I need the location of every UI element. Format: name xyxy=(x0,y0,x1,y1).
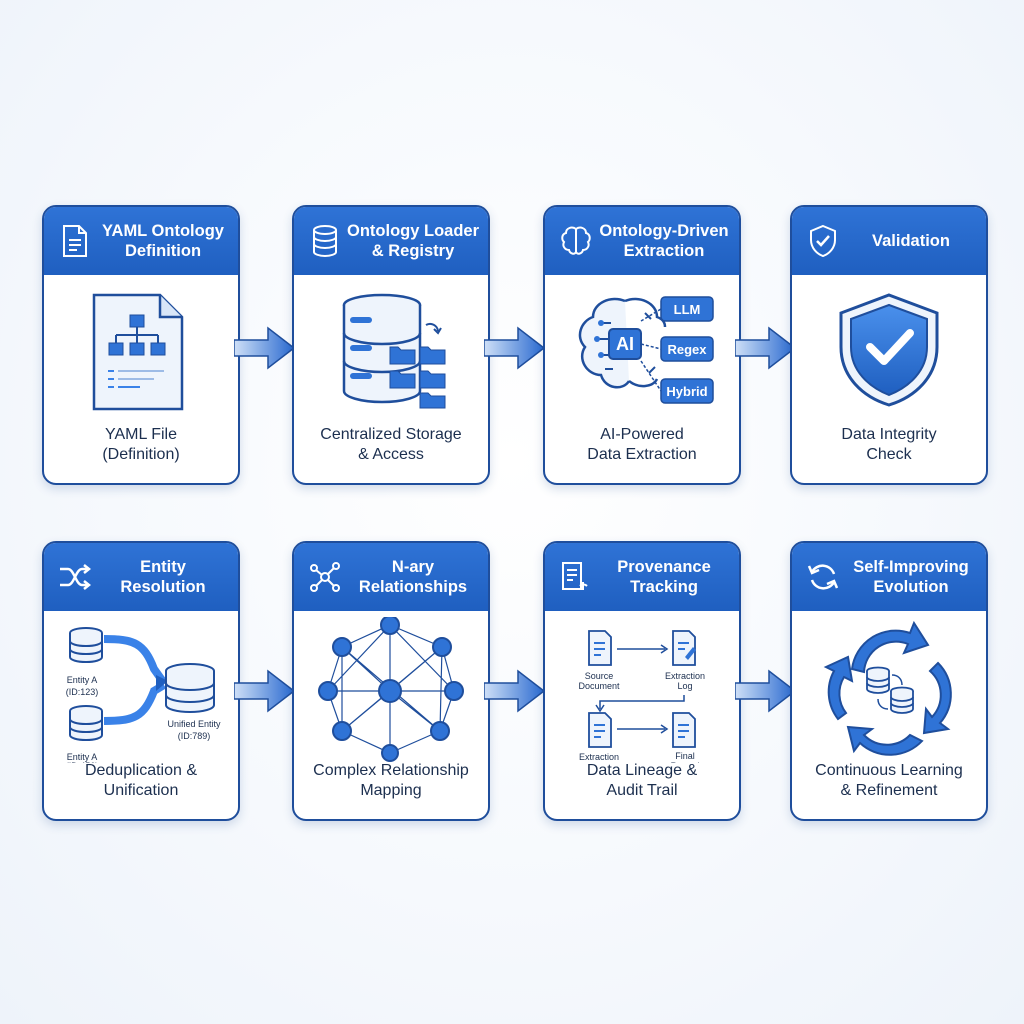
network-graph-illustration xyxy=(294,615,488,763)
shield-check-icon xyxy=(802,220,844,262)
extraction-log-label: Extraction xyxy=(665,671,705,681)
step-caption: YAML File (Definition) xyxy=(102,426,180,463)
flow-arrow xyxy=(234,326,296,370)
method-hybrid: Hybrid xyxy=(666,384,707,399)
ai-extraction-illustration: AI LLM Regex Hybrid xyxy=(545,281,739,427)
ai-label: AI xyxy=(616,334,634,354)
audit-document-icon xyxy=(555,556,597,598)
source-label-2: Document xyxy=(578,681,620,691)
step-card-provenance: Provenance Tracking Source Document Extr… xyxy=(543,541,741,821)
step-card-n-ary-relationships: N-ary Relationships Complex Relationship… xyxy=(292,541,490,821)
cycle-illustration xyxy=(792,617,986,763)
step-header: N-ary Relationships xyxy=(294,543,488,611)
entity-id: (ID:123) xyxy=(66,687,99,697)
step-card-entity-resolution: Entity Resolution Entity A (ID:123) Enti… xyxy=(42,541,240,821)
step-title: Self-Improving Evolution xyxy=(853,558,969,596)
step-card-ontology-loader: Ontology Loader & Registry Centralized S… xyxy=(292,205,490,485)
step-caption: Deduplication & Unification xyxy=(84,762,198,799)
shuffle-icon xyxy=(54,556,96,598)
source-label: Source xyxy=(585,671,614,681)
shield-illustration xyxy=(792,281,986,427)
step-card-validation: Validation Data Integrity Check xyxy=(790,205,988,485)
refresh-icon xyxy=(802,556,844,598)
step-header: Ontology-Driven Extraction xyxy=(545,207,739,275)
step-header: Provenance Tracking xyxy=(545,543,739,611)
step-card-self-improving: Self-Improving Evolution Continuous Lear… xyxy=(790,541,988,821)
brain-icon xyxy=(555,220,597,262)
storage-illustration xyxy=(294,281,488,427)
step-caption: Continuous Learning & Refinement xyxy=(815,762,963,799)
flow-arrow xyxy=(484,326,546,370)
network-icon xyxy=(304,556,346,598)
step-card-extraction: Ontology-Driven Extraction AI LLM Regex … xyxy=(543,205,741,485)
step-header: YAML Ontology Definition xyxy=(44,207,238,275)
step-caption: Centralized Storage & Access xyxy=(320,426,462,463)
step-caption: Data Integrity Check xyxy=(841,426,937,463)
step-caption: Complex Relationship Mapping xyxy=(313,762,469,799)
provenance-flow-illustration: Source Document Extraction Log Extractio… xyxy=(545,617,739,771)
extraction-label: Extraction xyxy=(579,752,619,762)
step-title: Validation xyxy=(872,232,950,250)
step-title: Provenance Tracking xyxy=(617,558,711,596)
extraction-log-label-2: Log xyxy=(677,681,692,691)
step-caption: Data Lineage & Audit Trail xyxy=(586,762,698,799)
step-title: N-ary Relationships xyxy=(358,558,468,596)
flow-arrow xyxy=(234,669,296,713)
document-icon xyxy=(54,220,96,262)
step-title: Entity Resolution xyxy=(120,558,206,596)
flow-arrow xyxy=(735,669,797,713)
step-title: Ontology Loader & Registry xyxy=(347,222,479,260)
final-label: Final xyxy=(675,751,695,761)
step-caption: AI-Powered Data Extraction xyxy=(587,426,697,463)
step-card-yaml-ontology: YAML Ontology Definition YAML File (Defi… xyxy=(42,205,240,485)
entity-merge-illustration: Entity A (ID:123) Entity A Unified Entit… xyxy=(44,617,238,771)
step-header: Entity Resolution xyxy=(44,543,238,611)
flow-arrow xyxy=(735,326,797,370)
step-header: Self-Improving Evolution xyxy=(792,543,986,611)
step-header: Validation xyxy=(792,207,986,275)
unified-entity-label: Unified Entity xyxy=(167,719,221,729)
unified-entity-id: (ID:789) xyxy=(178,731,211,741)
yaml-file-illustration xyxy=(44,281,238,427)
method-llm: LLM xyxy=(674,302,701,317)
step-header: Ontology Loader & Registry xyxy=(294,207,488,275)
database-icon xyxy=(304,220,346,262)
step-title: YAML Ontology Definition xyxy=(102,222,224,260)
step-title: Ontology-Driven Extraction xyxy=(599,222,729,260)
entity-label: Entity A xyxy=(67,675,98,685)
entity-label: Entity A xyxy=(67,752,98,762)
flow-arrow xyxy=(484,669,546,713)
method-regex: Regex xyxy=(667,342,707,357)
